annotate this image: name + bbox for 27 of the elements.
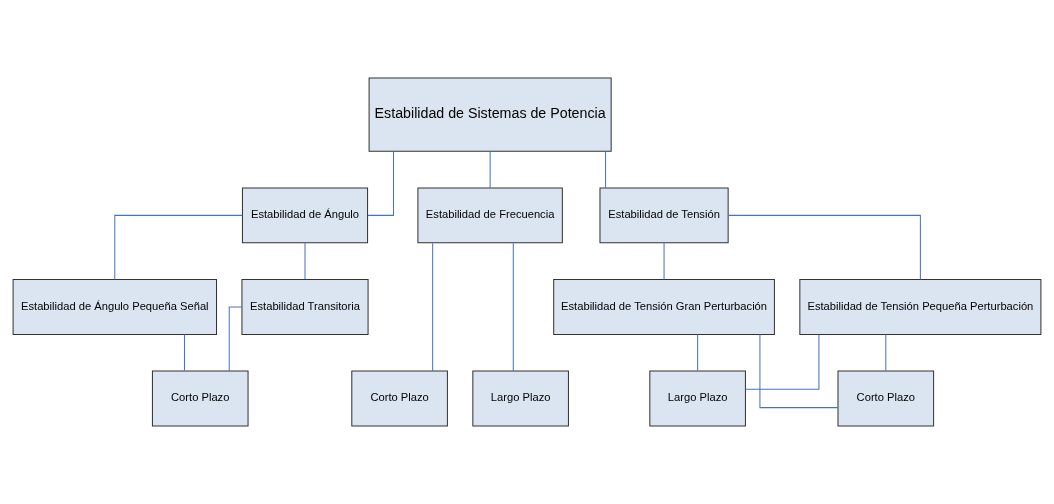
node-box: Corto Plazo <box>351 370 448 427</box>
node-box: Estabilidad de Sistemas de Potencia <box>368 77 612 152</box>
connector <box>885 333 887 372</box>
node-box: Estabilidad de Tensión Pequeña Perturbación <box>799 278 1042 335</box>
connector <box>697 333 699 372</box>
connector <box>512 242 514 372</box>
connector <box>183 333 185 372</box>
connector <box>727 214 921 280</box>
node-box: Estabilidad de Tensión <box>599 187 729 244</box>
connector <box>605 150 607 189</box>
connector <box>432 242 434 372</box>
connector <box>489 150 491 189</box>
node-box: Corto Plazo <box>837 370 935 427</box>
node-box: Estabilidad de Tensión Gran Perturbación <box>553 278 775 335</box>
connector <box>663 242 665 280</box>
node-box: Largo Plazo <box>649 370 746 427</box>
node-box: Corto Plazo <box>151 370 249 427</box>
node-box: Largo Plazo <box>472 370 569 427</box>
node-box: Estabilidad de Frecuencia <box>417 187 563 244</box>
connector <box>745 334 820 390</box>
node-box: Estabilidad de Ángulo <box>241 187 369 244</box>
connector <box>367 150 394 216</box>
connector <box>304 242 306 280</box>
connector <box>114 214 243 280</box>
connector <box>759 333 839 409</box>
node-box: Estabilidad de Ángulo Pequeña Señal <box>12 278 218 335</box>
node-box: Estabilidad Transitoria <box>241 278 369 335</box>
